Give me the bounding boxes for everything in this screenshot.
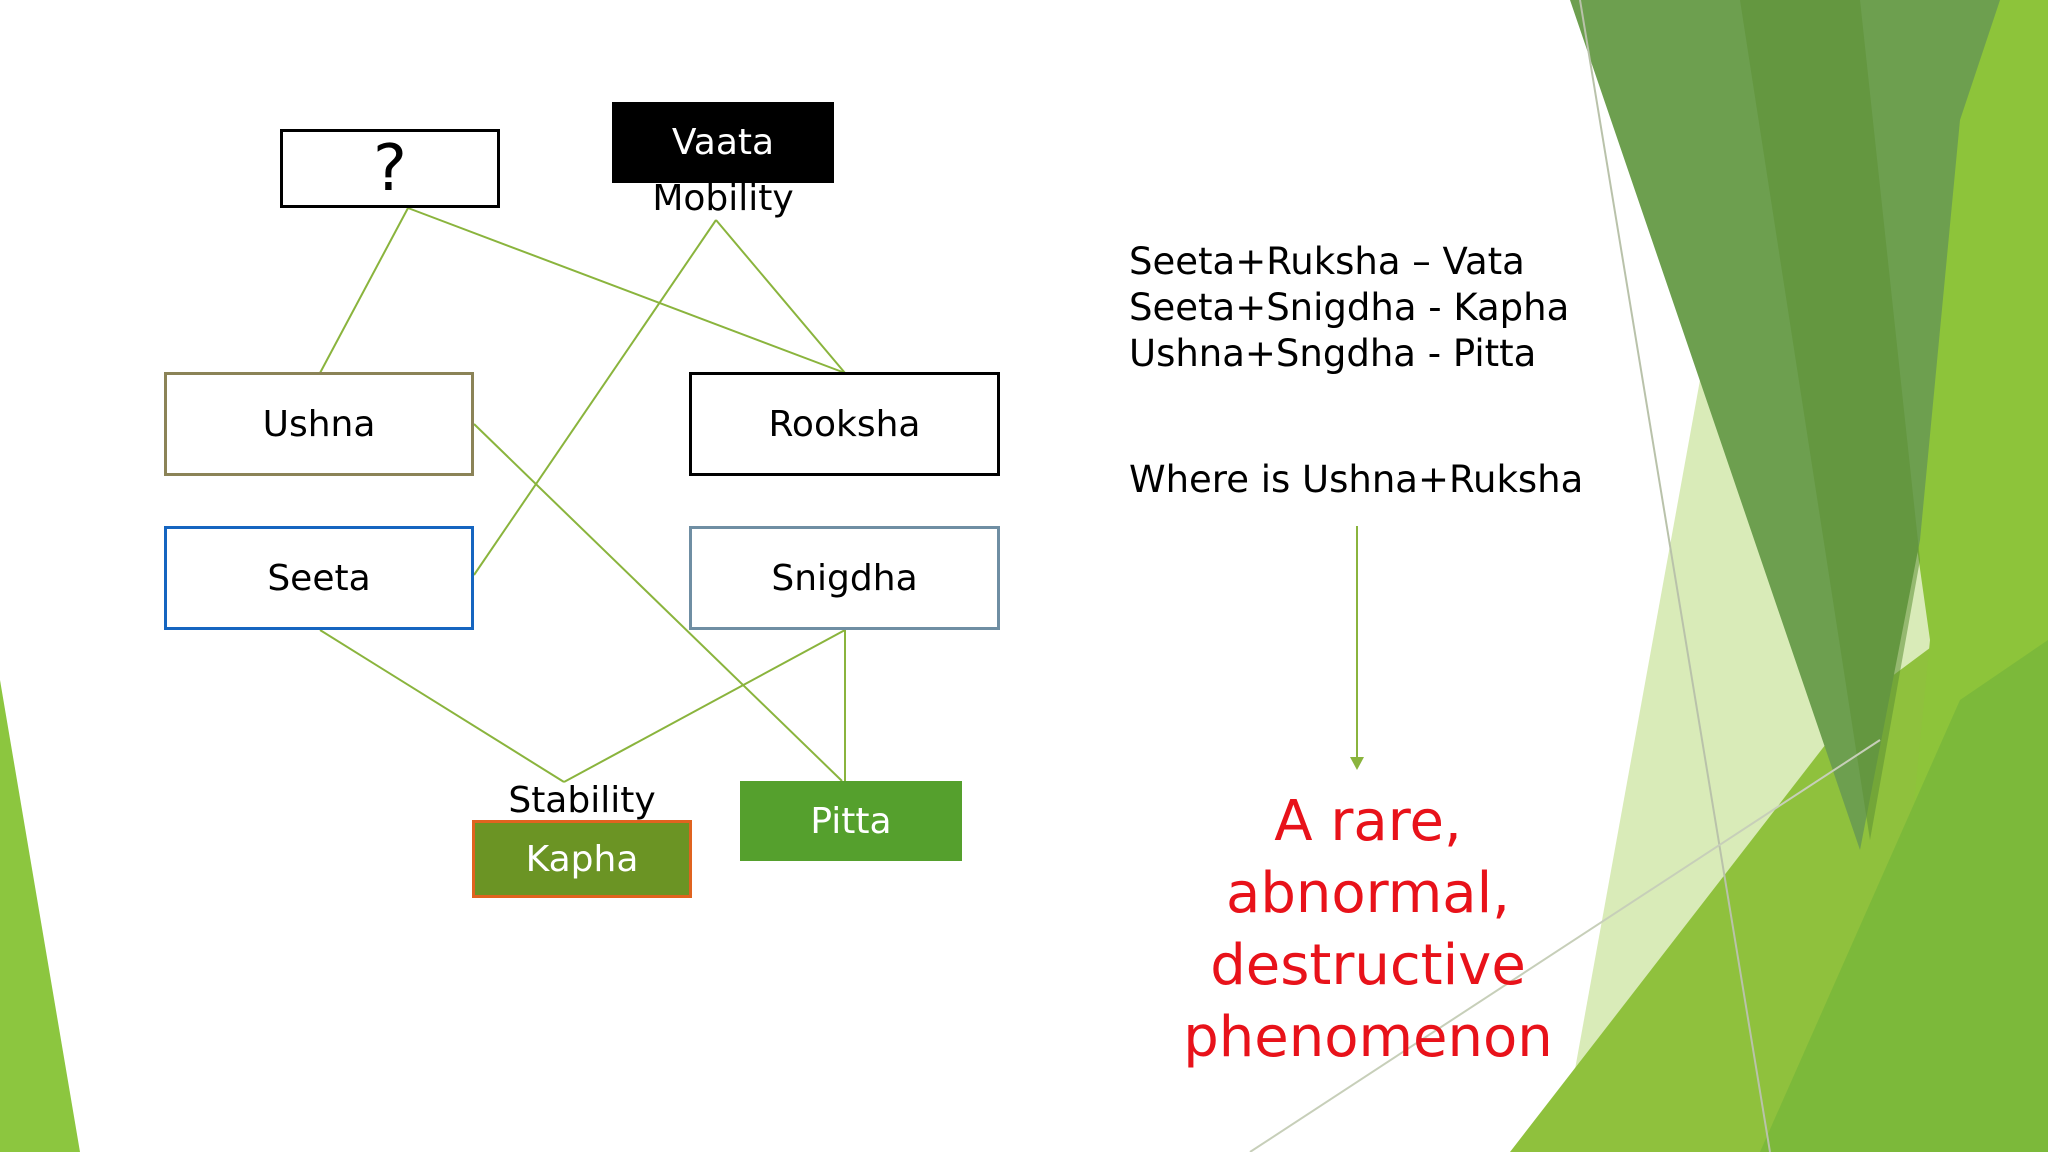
pitta-node: Pitta (740, 781, 962, 861)
conclusion-text: A rare, abnormal, destructive phenomenon (1183, 789, 1553, 1070)
unknown-node: ? (280, 129, 500, 208)
rooksha-node: Rooksha (689, 372, 1000, 476)
right-facet-bottom (1760, 640, 2048, 1152)
mobility-label: Mobility (652, 178, 794, 219)
connector-unknown-ushna (319, 207, 409, 374)
thin-diagonal-1 (1579, 0, 1771, 1152)
connector-snigdha-stability (563, 629, 846, 783)
snigdha-node: Snigdha (689, 526, 1000, 630)
stability-label: Stability (508, 780, 656, 821)
seeta-node: Seeta (164, 526, 474, 630)
thin-diagonal-2 (1249, 739, 1881, 1152)
ushna-node: Ushna (164, 372, 474, 476)
connector-unknown-rooksha (407, 207, 846, 374)
combination-line-3: Ushna+Sngdha - Pitta (1129, 332, 1537, 375)
connector-seeta-stability (319, 629, 565, 783)
combination-line-2: Seeta+Snigdha - Kapha (1129, 286, 1570, 329)
right-facet-deep (1740, 0, 1920, 840)
left-edge-facet (0, 680, 80, 1152)
question-arrow-head (1350, 757, 1364, 770)
kapha-node: Kapha (472, 820, 692, 898)
connector-mobility-rooksha (715, 219, 846, 374)
connector-mobility-seeta (473, 219, 717, 576)
vaata-node: Vaata (612, 102, 834, 183)
combination-line-1: Seeta+Ruksha – Vata (1129, 240, 1525, 283)
question-text: Where is Ushna+Ruksha (1129, 458, 1584, 501)
